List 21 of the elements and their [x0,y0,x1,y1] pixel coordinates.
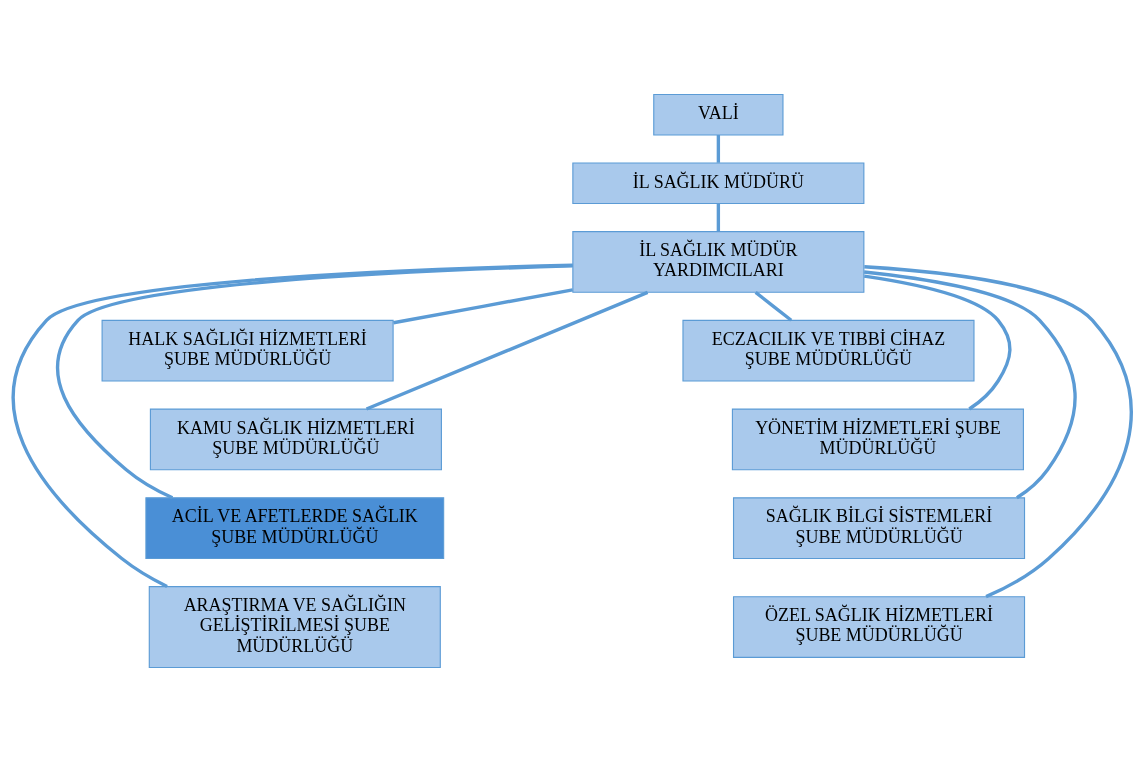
node-box: ÖZEL SAĞLIK HİZMETLERİ ŞUBE MÜDÜRLÜĞÜ [732,596,1026,658]
connector [716,203,721,232]
node-box: ACİL VE AFETLERDE SAĞLIK ŞUBE MÜDÜRLÜĞÜ [145,497,445,560]
connector [754,291,793,322]
connector [716,135,721,163]
connector [863,274,1012,411]
node-box: HALK SAĞLIĞI HİZMETLERİ ŞUBE MÜDÜRLÜĞÜ [101,319,394,382]
node-box: ARAŞTIRMA VE SAĞLIĞIN GELİŞTİRİLMESİ ŞUBE MÜDÜRLÜĞÜ [148,586,441,669]
connector [393,288,573,325]
connector [56,264,573,500]
connector [864,265,1133,599]
connector [11,263,573,588]
node-box: İL SAĞLIK MÜDÜR YARDIMCILARI [572,231,865,293]
node-box: ECZACILIK VE TIBBİ CİHAZ ŞUBE MÜDÜRLÜĞÜ [682,319,975,382]
node-box: İL SAĞLIK MÜDÜRÜ [572,162,865,205]
node-box: VALİ [653,93,784,136]
node-box: SAĞLIK BİLGİ SİSTEMLERİ ŞUBE MÜDÜRLÜĞÜ [732,497,1026,560]
connector [863,270,1077,500]
node-box: KAMU SAĞLIK HİZMETLERİ ŞUBE MÜDÜRLÜĞÜ [149,408,442,471]
node-box: YÖNETİM HİZMETLERİ ŞUBE MÜDÜRLÜĞÜ [731,408,1024,471]
connector [365,290,649,411]
